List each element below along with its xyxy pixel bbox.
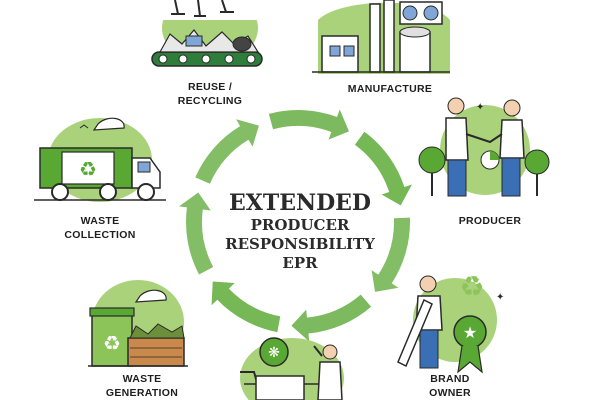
cycle-arrow-segment: [291, 294, 372, 342]
stage-label-line: REUSE /: [187, 81, 233, 93]
cycle-arrows: [179, 109, 412, 342]
factory-icon: [312, 0, 450, 75]
svg-text:♻: ♻: [103, 331, 121, 355]
svg-text:✦: ✦: [496, 292, 504, 303]
svg-text:★: ★: [463, 323, 477, 342]
stage-label-reuse-recycling: REUSE / RECYCLING: [160, 80, 260, 108]
stage-label-line: BRAND: [430, 373, 470, 385]
stage-label-line: RECYCLING: [177, 95, 243, 107]
recycling-conveyor-icon: [151, 0, 263, 67]
stage-label-line: WASTE: [122, 373, 162, 385]
center-title-line3: RESPONSIBILITY: [225, 235, 375, 253]
stage-label-line: GENERATION: [105, 387, 179, 399]
svg-text:❋: ❋: [268, 345, 280, 361]
center-title-line4: EPR: [282, 254, 318, 272]
cycle-arrow-segment: [179, 192, 214, 275]
stage-label-waste-collection: WASTE COLLECTION: [50, 214, 150, 242]
cycle-arrow-segment: [195, 119, 259, 184]
cycle-arrow-segment: [354, 131, 412, 206]
center-title-line2: PRODUCER: [250, 216, 350, 234]
waste-bins-icon: ♻: [88, 280, 188, 367]
svg-text:♻: ♻: [79, 157, 97, 181]
svg-text:✦: ✦: [476, 102, 484, 113]
stage-label-line: MANUFACTURE: [347, 83, 433, 95]
stage-label-producer: PRODUCER: [440, 214, 540, 228]
stage-label-brand-owner: BRAND OWNER: [400, 372, 500, 400]
handshake-people-icon: ✦: [418, 97, 550, 197]
svg-text:♻: ♻: [459, 270, 484, 303]
stage-label-line: COLLECTION: [64, 229, 136, 241]
stage-label-line: WASTE: [80, 215, 120, 227]
stage-label-manufacture: MANUFACTURE: [330, 82, 450, 96]
garbage-truck-icon: ♻: [34, 117, 166, 202]
shopping-cart-icon: ❋: [240, 337, 344, 400]
stage-label-line: PRODUCER: [458, 215, 522, 227]
brand-award-icon: ★ ♻ ✦: [397, 270, 504, 374]
stage-label-line: OWNER: [429, 387, 471, 399]
cycle-arrow-segment: [211, 281, 281, 333]
center-title-line1: EXTENDED: [228, 190, 371, 216]
cycle-arrow-segment: [371, 217, 411, 292]
stage-label-waste-generation: WASTE GENERATION: [92, 372, 192, 400]
cycle-arrow-segment: [268, 109, 349, 140]
